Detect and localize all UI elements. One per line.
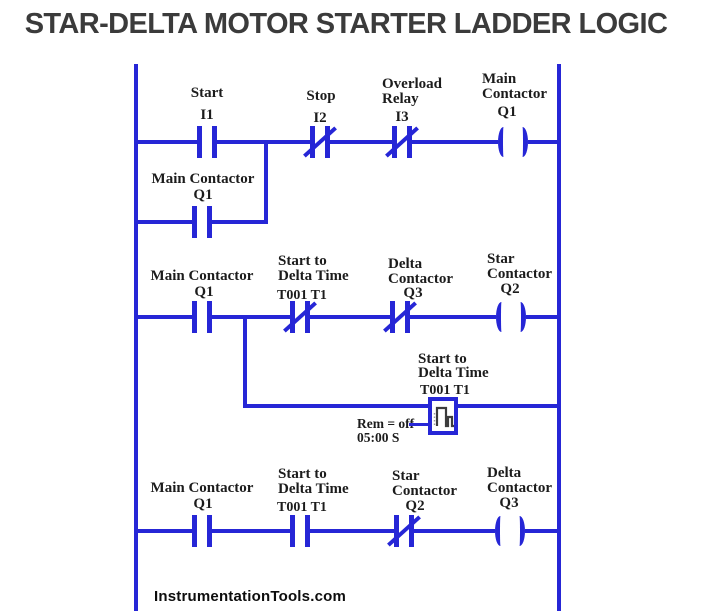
contact-bar bbox=[290, 515, 295, 547]
delta-coil-tag: Q3 bbox=[499, 495, 519, 511]
timer-rem-wire bbox=[409, 423, 428, 426]
main-contactor-coil-label-line2: Contactor bbox=[482, 86, 547, 102]
contact-bar bbox=[192, 515, 197, 547]
contact-bar bbox=[305, 301, 310, 333]
start-label: Start bbox=[190, 85, 224, 101]
coil-paren-icon bbox=[496, 302, 507, 332]
rung3-timer-tag: T001 T1 bbox=[277, 500, 327, 515]
contact-bar bbox=[192, 301, 197, 333]
delta-coil-label-line2: Contactor bbox=[487, 480, 552, 496]
delta-coil-label-line1: Delta bbox=[487, 465, 522, 481]
pulse-waveform-icon bbox=[433, 406, 454, 428]
contact-bar bbox=[394, 515, 399, 547]
contact-bar bbox=[212, 126, 217, 158]
contact-bar bbox=[207, 515, 212, 547]
contact-bar bbox=[197, 126, 202, 158]
contact-bar bbox=[407, 126, 412, 158]
contact-bar bbox=[409, 515, 414, 547]
rung2-main-tag: Q1 bbox=[194, 284, 214, 300]
left-power-rail bbox=[134, 64, 138, 611]
watermark: InstrumentationTools.com bbox=[154, 588, 347, 605]
contact-bar bbox=[290, 301, 295, 333]
coil-paren-icon bbox=[495, 516, 506, 546]
no-contact-main-r3 bbox=[192, 515, 212, 547]
timer-tag: T001 T1 bbox=[420, 383, 470, 398]
rung3-star-label-line2: Contactor bbox=[392, 483, 457, 499]
contact-bar bbox=[305, 515, 310, 547]
timer-branch-wire bbox=[243, 404, 561, 408]
main-contactor-coil-label-line1: Main bbox=[482, 71, 517, 87]
contact-bar bbox=[405, 301, 410, 333]
coil-delta-contactor bbox=[495, 516, 525, 546]
stop-label: Stop bbox=[306, 88, 336, 104]
rung3-timer-label-line1: Start to bbox=[278, 466, 327, 482]
timer-preset-param: 05:00 S bbox=[357, 430, 400, 445]
coil-paren-icon bbox=[517, 127, 528, 157]
rung2-delta-label-line2: Contactor bbox=[388, 271, 453, 287]
rung3-wire bbox=[134, 529, 561, 533]
seal-branch-vertical-wire bbox=[264, 140, 268, 224]
rung2-timer-tag: T001 T1 bbox=[277, 288, 327, 303]
diagram-title: STAR-DELTA MOTOR STARTER LADDER LOGIC bbox=[24, 8, 668, 40]
overload-tag: I3 bbox=[395, 109, 409, 125]
timer-branch-vertical-wire bbox=[243, 315, 247, 408]
rung2-delta-label-line1: Delta bbox=[388, 256, 423, 272]
coil-star-contactor bbox=[496, 302, 526, 332]
rung3-main-label: Main Contactor bbox=[150, 480, 254, 496]
rung2-main-label: Main Contactor bbox=[150, 268, 254, 284]
star-coil-label-line1: Star bbox=[487, 251, 515, 267]
overload-label-line1: Overload bbox=[382, 76, 442, 92]
coil-paren-icon bbox=[514, 516, 525, 546]
contact-bar bbox=[390, 301, 395, 333]
coil-paren-icon bbox=[515, 302, 526, 332]
star-coil-tag: Q2 bbox=[500, 281, 520, 297]
timer-rem-param: Rem = off bbox=[357, 416, 415, 431]
contact-bar bbox=[192, 206, 197, 238]
timer-function-block bbox=[428, 397, 458, 435]
rung1-wire bbox=[134, 140, 561, 144]
overload-label-line2: Relay bbox=[382, 91, 419, 107]
contact-bar bbox=[392, 126, 397, 158]
rung3-main-tag: Q1 bbox=[193, 496, 213, 512]
timer-label-line2: Delta Time bbox=[418, 365, 489, 381]
stop-tag: I2 bbox=[313, 110, 327, 126]
start-tag: I1 bbox=[200, 107, 214, 123]
rung2-timer-label-line1: Start to bbox=[278, 253, 327, 269]
right-power-rail bbox=[557, 64, 561, 611]
rung2-wire bbox=[134, 315, 561, 319]
contact-bar bbox=[310, 126, 315, 158]
no-contact-start bbox=[197, 126, 217, 158]
seal-tag: Q1 bbox=[193, 187, 213, 203]
timer-label-line1: Start to bbox=[418, 351, 467, 367]
rung3-star-tag: Q2 bbox=[405, 498, 425, 514]
rung2-timer-label-line2: Delta Time bbox=[278, 268, 349, 284]
contact-bar bbox=[207, 301, 212, 333]
no-contact-main-r2 bbox=[192, 301, 212, 333]
star-coil-label-line2: Contactor bbox=[487, 266, 552, 282]
contact-bar bbox=[207, 206, 212, 238]
main-contactor-coil-tag: Q1 bbox=[497, 104, 517, 120]
rung2-delta-tag: Q3 bbox=[403, 285, 423, 301]
contact-bar bbox=[325, 126, 330, 158]
no-contact-timer-r3 bbox=[290, 515, 310, 547]
rung3-timer-label-line2: Delta Time bbox=[278, 481, 349, 497]
coil-main-contactor bbox=[498, 127, 528, 157]
no-contact-seal bbox=[192, 206, 212, 238]
rung3-star-label-line1: Star bbox=[392, 468, 420, 484]
coil-paren-icon bbox=[498, 127, 509, 157]
seal-label: Main Contactor bbox=[151, 171, 255, 187]
